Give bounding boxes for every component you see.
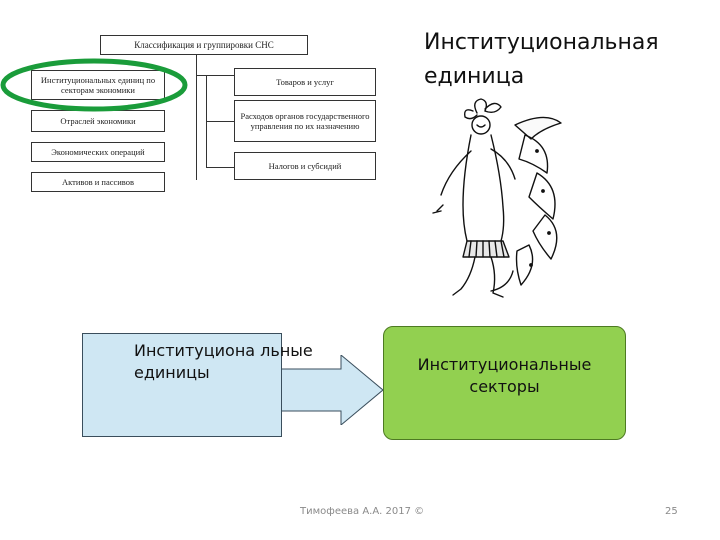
dancing-figure-illustration bbox=[432, 98, 562, 298]
footer-author: Тимофеева А.А. 2017 © bbox=[300, 506, 425, 517]
page-number: 25 bbox=[665, 506, 678, 517]
tree-left-item-4: Активов и пассивов bbox=[31, 172, 165, 192]
tree-branch-right-h bbox=[196, 75, 234, 76]
tree-right-item-3: Налогов и субсидий bbox=[234, 152, 376, 180]
tree-root: Классификация и группировки СНС bbox=[100, 35, 308, 55]
tree-right-item-2: Расходов органов государственного управл… bbox=[234, 100, 376, 142]
tree-trunk-left bbox=[196, 55, 197, 180]
tree-branch-r2 bbox=[206, 121, 234, 122]
institutional-units-label: Институциона льные единицы bbox=[134, 341, 313, 382]
institutional-units-box bbox=[82, 333, 282, 437]
institutional-sectors-label: Институциональные секторы bbox=[417, 355, 592, 396]
slide-title: Институциональная единица bbox=[424, 30, 659, 89]
tree-right-item-1: Товаров и услуг bbox=[234, 68, 376, 96]
tree-left-item-3: Экономических операций bbox=[31, 142, 165, 162]
institutional-sectors-box: Институциональные секторы bbox=[383, 326, 626, 440]
tree-left-item-1: Институциональных единиц по секторам эко… bbox=[31, 70, 165, 100]
tree-branch-r3 bbox=[206, 167, 234, 168]
highlight-ellipse bbox=[0, 58, 188, 112]
